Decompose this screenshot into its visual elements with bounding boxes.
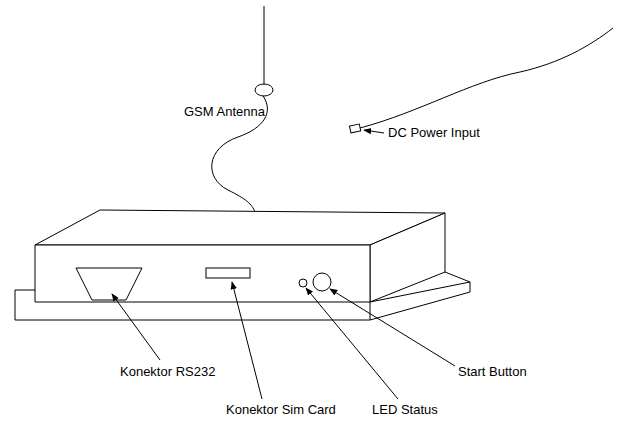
leader-line (364, 130, 384, 133)
part-label: Konektor RS232 (120, 364, 215, 380)
leader-line (306, 288, 398, 399)
dc-cable (360, 28, 613, 128)
rs232-connector (76, 268, 142, 300)
antenna-rod (264, 6, 265, 84)
housing-side (370, 213, 445, 302)
right-flange (370, 282, 470, 320)
part-label: Start Button (458, 364, 527, 380)
leader-line (112, 294, 160, 360)
dc-plug (349, 124, 360, 133)
leader-line (232, 282, 262, 399)
antenna-base (255, 84, 273, 96)
start-button (313, 273, 331, 291)
sim-slot (206, 268, 250, 278)
part-label: Konektor Sim Card (226, 402, 336, 418)
flange-edge (445, 272, 470, 282)
led (299, 279, 307, 287)
left-flange (15, 290, 370, 320)
housing-front (35, 245, 370, 302)
part-label: GSM Antenna (184, 104, 265, 120)
part-label: LED Status (372, 402, 438, 418)
leader-line (330, 289, 455, 366)
part-label: DC Power Input (388, 125, 480, 141)
